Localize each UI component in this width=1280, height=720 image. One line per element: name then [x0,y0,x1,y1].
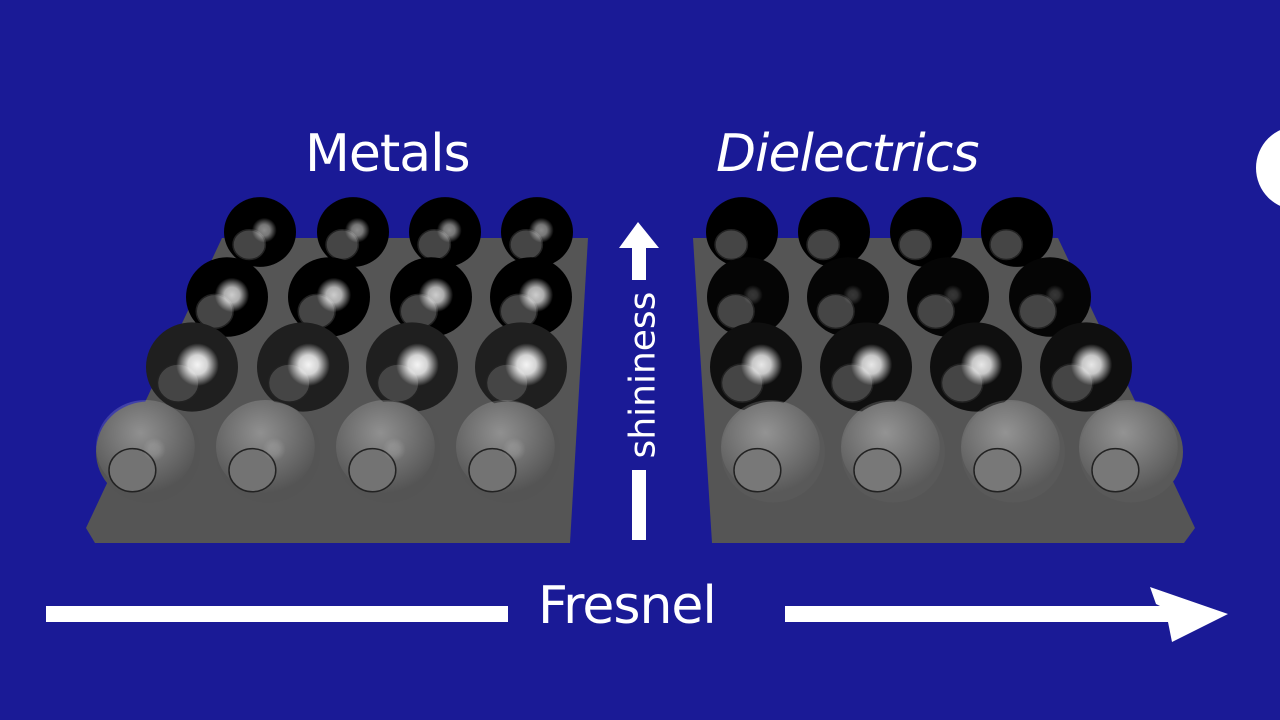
fresnel-arrow-left-bar [46,606,508,622]
metals-sphere [475,322,567,412]
metals-sphere [501,197,573,267]
metals-sphere [317,197,389,267]
shininess-label: shininess [622,291,664,459]
metals-sphere [390,257,472,337]
metals-sphere [409,197,481,267]
metals-sphere [490,257,572,337]
metals-sphere [257,322,349,412]
dielectrics-sphere [707,257,789,337]
metals-sphere [366,322,458,412]
dielectrics-sphere [820,322,912,412]
metals-sphere [146,322,238,412]
dielectrics-sphere [890,197,962,267]
dielectrics-sphere [841,400,945,503]
dielectrics-sphere [721,400,825,503]
dielectrics-sphere [1009,257,1091,337]
dielectrics-sphere [981,197,1053,267]
sphere-grid [95,197,1183,503]
metals-sphere [456,400,560,503]
dielectrics-sphere [1040,322,1132,412]
fresnel-label: Fresnel [538,576,717,636]
metals-sphere [216,400,320,503]
metals-sphere [288,257,370,337]
fresnel-arrowhead-icon [1150,587,1228,642]
dielectrics-sphere [930,322,1022,412]
metals-sphere [224,197,296,267]
dielectrics-sphere [907,257,989,337]
metals-sphere [336,400,440,503]
dielectrics-sphere [807,257,889,337]
fresnel-arrow-right-bar [785,606,1177,622]
dielectrics-sphere [1079,400,1183,503]
metals-sphere [186,257,268,337]
shininess-arrow-bar [632,470,646,540]
dielectrics-sphere [710,322,802,412]
shininess-arrowhead-icon [619,222,659,280]
dielectrics-sphere [961,400,1065,503]
dielectrics-title: Dielectrics [716,124,979,184]
metals-title: Metals [305,124,471,184]
dielectrics-sphere [706,197,778,267]
dielectrics-sphere [798,197,870,267]
metals-sphere [95,400,200,503]
